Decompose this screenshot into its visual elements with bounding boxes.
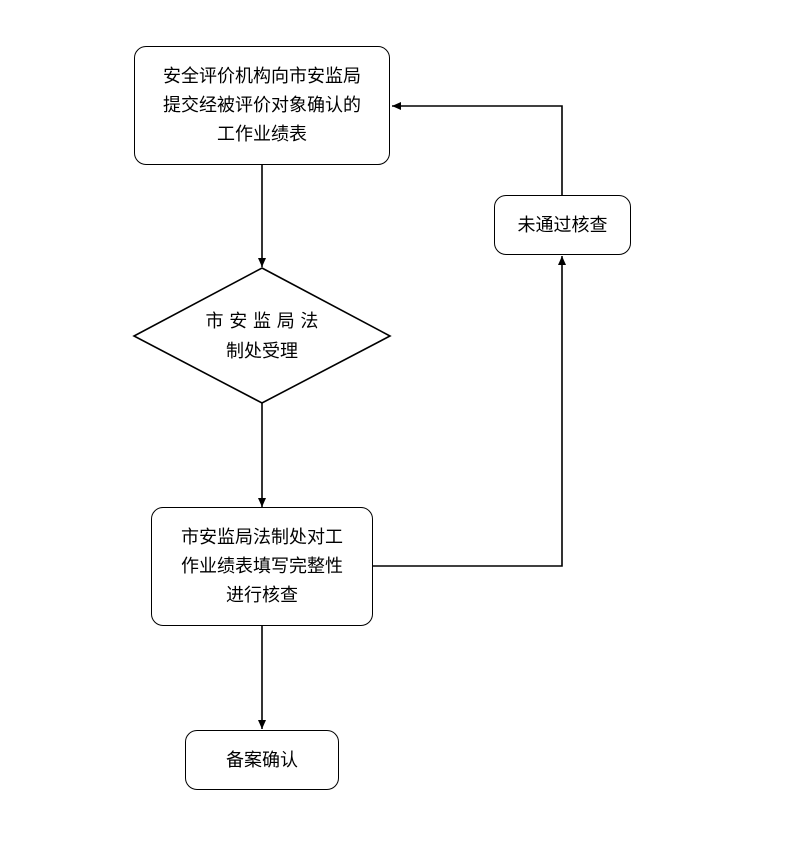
decision-accept-text: 市 安 监 局 法 制处受理: [180, 307, 344, 367]
edge-failed-to-submit: [392, 102, 563, 195]
process-box-filing-confirm: 备案确认: [185, 730, 339, 790]
submit-label-line-1: 安全评价机构向市安监局: [163, 66, 361, 87]
accept-label-line-2: 制处受理: [226, 341, 298, 362]
edge-check-to-failed: [373, 256, 566, 567]
accept-label-line-1: 市 安 监 局 法: [205, 311, 319, 332]
process-box-submit-table: 安全评价机构向市安监局 提交经被评价对象确认的 工作业绩表: [134, 46, 390, 165]
submit-label-line-3: 工作业绩表: [217, 124, 307, 145]
check-label-line-1: 市安监局法制处对工: [181, 527, 343, 548]
failed-label: 未通过核查: [517, 214, 608, 236]
confirm-label: 备案确认: [226, 749, 298, 771]
submit-label-line-2: 提交经被评价对象确认的: [163, 95, 361, 116]
process-box-failed-check: 未通过核查: [494, 195, 631, 255]
check-label-line-3: 进行核查: [226, 585, 298, 606]
process-box-completeness-check: 市安监局法制处对工 作业绩表填写完整性 进行核查: [151, 507, 373, 626]
check-label-line-2: 作业绩表填写完整性: [181, 556, 343, 577]
